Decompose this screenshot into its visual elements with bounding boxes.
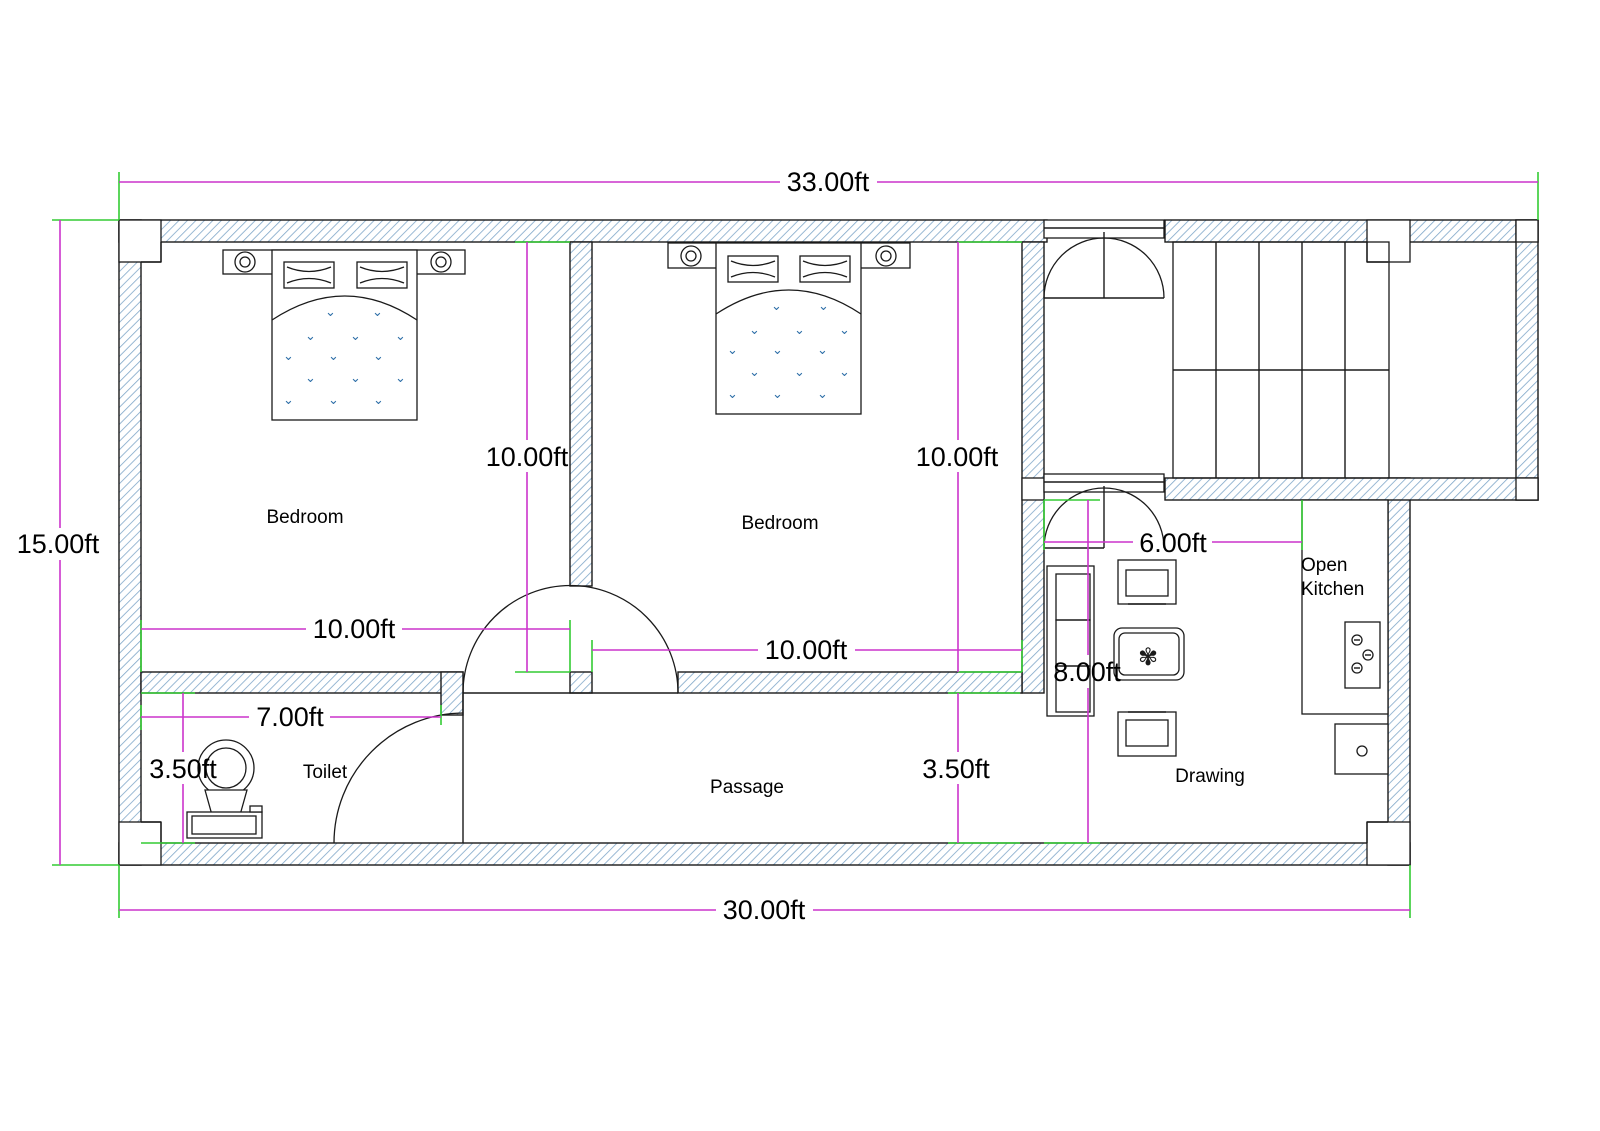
dim-drawing-width: 6.00ft [1139,528,1207,558]
room-label-bedroom2: Bedroom [741,513,818,534]
svg-text:⌄: ⌄ [395,371,406,386]
svg-text:⌄: ⌄ [772,387,783,402]
double-door-stair [1043,473,1165,549]
double-bed-2: ⌄ ⌄ ⌄ ⌄ ⌄ ⌄ ⌄ ⌄ ⌄ ⌄ ⌄ ⌄ ⌄ ⌄ [667,242,911,415]
double-bed-1: ⌄ ⌄ ⌄ ⌄ ⌄ ⌄ ⌄ ⌄ ⌄ ⌄ ⌄ ⌄ ⌄ ⌄ [222,249,466,421]
svg-text:⌄: ⌄ [328,349,339,364]
dim-total-width-bottom: 30.00ft [723,895,806,925]
dimension-labels: 33.00ft 30.00ft 15.00ft 10.00ft 10.00ft … [17,167,1208,925]
svg-text:⌄: ⌄ [283,393,294,408]
wall-top-right [1164,219,1539,243]
armchair-bottom [1117,711,1177,757]
room-label-toilet: Toilet [303,762,348,783]
svg-text:⌄: ⌄ [749,323,760,338]
wall-bottom [118,842,1411,866]
armchair-top [1117,559,1177,605]
svg-text:⌄: ⌄ [817,343,828,358]
room-labels: Bedroom Bedroom Toilet Passage Drawing O… [266,507,1364,798]
dim-bedroom2-height: 10.00ft [916,442,999,472]
dimension-lines [52,172,1539,918]
column [1515,477,1539,501]
wall-stair-bottom [1164,477,1539,501]
svg-text:⌄: ⌄ [772,343,783,358]
kitchen-counter [1301,499,1389,715]
svg-text:⌄: ⌄ [794,323,805,338]
dim-drawing-height: 8.00ft [1053,657,1121,687]
svg-text:⌄: ⌄ [727,343,738,358]
dim-bedroom2-width: 10.00ft [765,635,848,665]
svg-text:⌄: ⌄ [395,329,406,344]
walls [118,219,1539,866]
dim-toilet-height: 3.50ft [149,754,217,784]
room-label-bedroom1: Bedroom [266,507,343,528]
dim-passage-height: 3.50ft [922,754,990,784]
room-label-passage: Passage [710,777,784,798]
wall-bedroom2-right [1021,241,1045,694]
center-table: ✾ [1113,627,1185,681]
dim-toilet-width: 7.00ft [256,702,324,732]
wall-bedroom-divider [569,241,593,587]
column [1021,477,1045,501]
dim-total-width-top: 33.00ft [787,167,870,197]
staircase [1172,241,1390,479]
svg-text:⌄: ⌄ [373,349,384,364]
column [1515,219,1539,243]
svg-text:⌄: ⌄ [305,329,316,344]
svg-text:⌄: ⌄ [749,365,760,380]
svg-text:⌄: ⌄ [794,365,805,380]
svg-text:⌄: ⌄ [350,371,361,386]
wall-top-left [118,219,1048,243]
dim-bedroom1-height: 10.00ft [486,442,569,472]
svg-text:⌄: ⌄ [818,299,829,314]
svg-text:⌄: ⌄ [727,387,738,402]
doors [333,219,1165,844]
svg-text:⌄: ⌄ [283,349,294,364]
column [1366,821,1411,866]
bedroom-door-swing [462,584,679,694]
svg-text:⌄: ⌄ [305,371,316,386]
wall-right-upper [1515,219,1539,501]
svg-text:✾: ✾ [1138,643,1158,671]
wall-bedroom-divider-lower [569,671,593,694]
column [118,219,162,263]
wall-left [118,219,142,866]
svg-text:⌄: ⌄ [839,323,850,338]
sofa [1046,565,1095,717]
wall-toilet-right [440,671,464,716]
wall-right-lower [1387,477,1411,866]
svg-text:⌄: ⌄ [328,393,339,408]
svg-text:⌄: ⌄ [372,305,383,320]
svg-text:⌄: ⌄ [817,387,828,402]
double-door-top [1043,219,1165,299]
svg-text:⌄: ⌄ [771,299,782,314]
room-label-kitchen-line2: Kitchen [1301,579,1364,600]
toilet-door-swing [333,712,464,844]
room-label-kitchen-line1: Open [1301,555,1347,576]
dim-bedroom1-width: 10.00ft [313,614,396,644]
svg-text:⌄: ⌄ [373,393,384,408]
wall-bedroom1-bottom [140,671,464,694]
western-toilet [186,739,263,839]
svg-text:⌄: ⌄ [325,305,336,320]
kitchen-sink [1334,723,1389,775]
svg-text:⌄: ⌄ [839,365,850,380]
wall-bedroom2-bottom [677,671,1023,694]
room-label-drawing: Drawing [1175,766,1245,787]
dim-total-height: 15.00ft [17,529,100,559]
svg-text:⌄: ⌄ [350,329,361,344]
